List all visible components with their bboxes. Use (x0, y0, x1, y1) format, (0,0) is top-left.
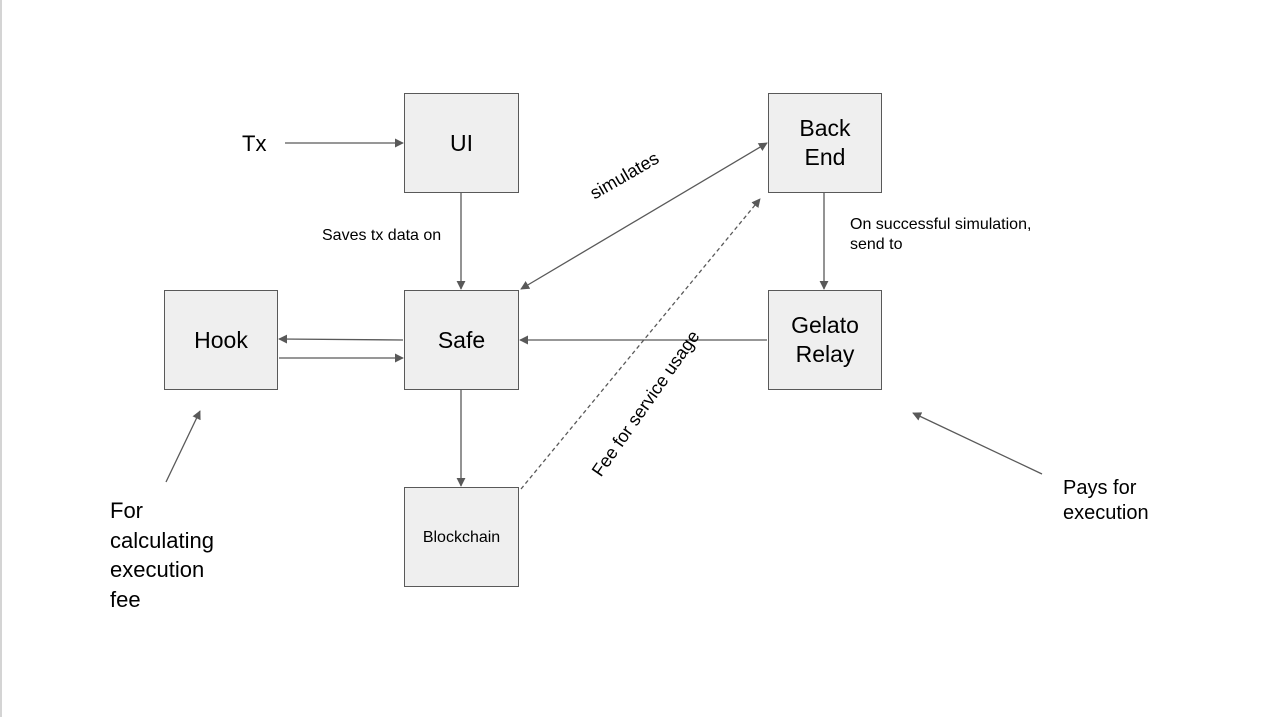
note-hook-execution-fee: For calculating execution fee (110, 498, 214, 612)
canvas-edge (0, 0, 2, 717)
label-on-successful-simulation: On successful simulation, send to (850, 216, 1032, 253)
label-tx: Tx (242, 131, 267, 156)
note-relay-pays: Pays for execution (1063, 477, 1149, 524)
arrow-safe-to-hook (278, 334, 404, 344)
arrow-note-to-hook (165, 410, 201, 483)
label-saves-tx-data: Saves tx data on (322, 227, 442, 244)
arrow-blockchain-to-backend-fee (520, 198, 761, 490)
node-safe: Safe (404, 290, 519, 390)
arrow-note-to-relay (912, 412, 1043, 475)
node-ui: UI (404, 93, 519, 193)
node-gelato-relay: Gelato Relay (768, 290, 882, 390)
node-blockchain: Blockchain (404, 487, 519, 587)
arrow-safe-backend-simulates (520, 142, 768, 290)
node-back-end: Back End (768, 93, 882, 193)
node-hook: Hook (164, 290, 278, 390)
